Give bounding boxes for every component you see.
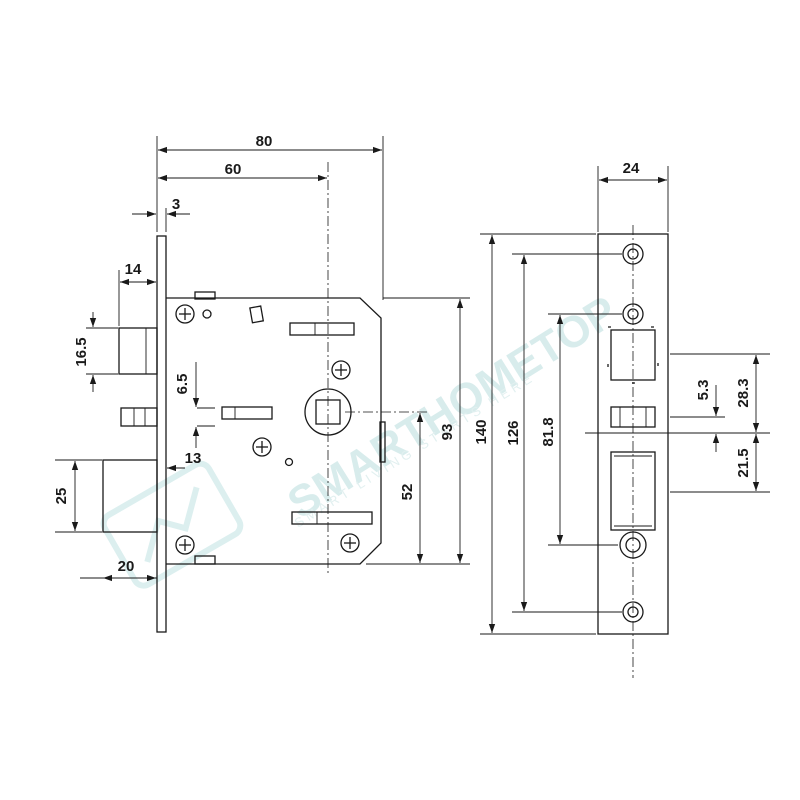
dim-case-height: 93 <box>439 424 456 441</box>
strike-dimension-labels: 24 140 126 81.8 5.3 28.3 21.5 <box>473 160 752 478</box>
dim-inner-spacing: 81.8 <box>540 417 557 446</box>
latch-bolt <box>118 327 158 375</box>
dim-strike-length: 140 <box>473 419 490 444</box>
dim-faceplate-thickness: 3 <box>172 196 180 213</box>
dim-screw-spacing: 126 <box>505 420 522 445</box>
deadbolt-opening <box>610 451 656 531</box>
latch-opening <box>610 329 656 381</box>
screw-mid-left-icon <box>252 437 272 457</box>
slot-middle <box>221 406 273 420</box>
deadbolt <box>102 459 158 533</box>
dim-deadbolt-projection: 20 <box>118 558 135 575</box>
dim-gap-lower: 21.5 <box>735 448 752 477</box>
strike-extension-lines <box>480 166 770 635</box>
follower-bolt <box>120 407 158 427</box>
strike-dimension-lines <box>488 176 760 633</box>
screw-bottom-left-icon <box>175 535 195 555</box>
strike-plate <box>597 225 669 678</box>
strike-hole-upper-icon <box>622 303 644 325</box>
pin-icon <box>202 309 212 319</box>
slot-top <box>289 322 355 336</box>
faceplate <box>156 235 167 633</box>
strike-hole-top-icon <box>622 243 644 265</box>
dim-latch-height: 16.5 <box>73 337 90 366</box>
dim-lower-distance: 52 <box>399 484 416 501</box>
dim-latch-projection: 14 <box>125 261 142 278</box>
strike-hole-bottom-icon <box>622 601 644 623</box>
dim-deadbolt-offset: 13 <box>185 450 202 467</box>
dim-follower-offset: 6.5 <box>174 374 191 395</box>
screw-mid-right-icon <box>331 360 351 380</box>
lock-dimension-labels: 80 60 3 14 16.5 6.5 13 25 20 93 52 <box>53 133 456 575</box>
screw-bottom-right-icon <box>340 533 360 553</box>
dim-gap-small: 5.3 <box>695 380 712 401</box>
watermark-tagline: SMART LIVING STARTS HERE <box>292 369 538 530</box>
follower-opening <box>610 406 656 428</box>
dim-backset: 60 <box>225 161 242 178</box>
lock-body <box>102 162 430 633</box>
screw-top-left-icon <box>175 304 195 324</box>
dim-gap-upper: 28.3 <box>735 378 752 407</box>
slot-bottom <box>291 511 373 525</box>
dim-strike-width: 24 <box>623 160 640 177</box>
dim-deadbolt-height: 25 <box>53 488 70 505</box>
watermark-logo-icon <box>100 460 244 589</box>
dim-total-depth: 80 <box>256 133 273 150</box>
strike-hole-lower-icon <box>619 531 647 559</box>
lock-dimension-lines <box>71 146 464 582</box>
